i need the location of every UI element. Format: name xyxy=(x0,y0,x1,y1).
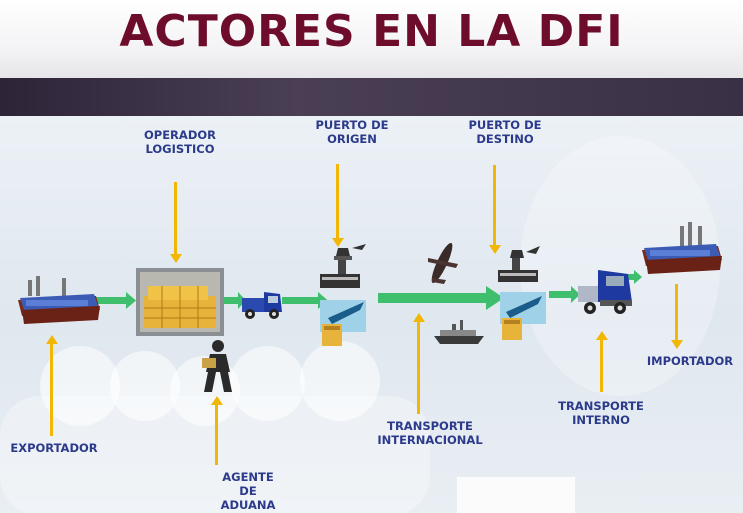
label-line: TRANSPORTE xyxy=(558,399,644,413)
label-line: OPERADOR xyxy=(144,128,216,142)
label-line: DESTINO xyxy=(476,132,534,146)
label-line: ADUANA xyxy=(220,498,276,512)
factory-icon xyxy=(642,222,722,274)
label-importador: IMPORTADOR xyxy=(646,354,734,368)
label-operador-logistico: OPERADOR LOGISTICO xyxy=(130,128,230,156)
ship-icon xyxy=(434,320,484,344)
arrowhead xyxy=(488,245,501,254)
background-shape xyxy=(40,346,120,426)
label-line: TRANSPORTE xyxy=(387,419,473,433)
arrow-up-transporte-internacional xyxy=(417,322,420,414)
label-transporte-internacional: TRANSPORTE INTERNACIONAL xyxy=(368,419,492,447)
truck-icon xyxy=(578,270,632,314)
label-exportador: EXPORTADOR xyxy=(10,441,98,455)
background-shape xyxy=(110,351,180,421)
label-line: ORIGEN xyxy=(327,132,377,146)
arrowhead xyxy=(45,335,58,344)
label-line: INTERNACIONAL xyxy=(377,433,483,447)
diagram-area xyxy=(0,116,743,513)
customs-agent-icon xyxy=(202,340,232,392)
label-puerto-destino: PUERTO DE DESTINO xyxy=(455,118,555,146)
background-shape xyxy=(230,346,305,421)
label-agente-aduana: AGENTE DE ADUANA xyxy=(200,470,296,512)
arrowhead xyxy=(412,313,425,322)
header: ACTORES EN LA DFI xyxy=(0,0,743,78)
factory-icon xyxy=(18,276,100,324)
label-puerto-origen: PUERTO DE ORIGEN xyxy=(302,118,402,146)
port-icon xyxy=(498,246,546,340)
label-transporte-interno: TRANSPORTE INTERNO xyxy=(548,399,654,427)
arrow-down-destino xyxy=(493,165,496,245)
label-line: AGENTE xyxy=(222,470,274,484)
label-line: LOGISTICO xyxy=(145,142,215,156)
arrowhead xyxy=(595,331,608,340)
arrow-up-exportador xyxy=(50,344,53,436)
arrow-down-importador xyxy=(675,284,678,340)
background-shape xyxy=(300,341,380,421)
label-line: PUERTO DE xyxy=(468,118,542,132)
label-line: INTERNO xyxy=(572,413,630,427)
airplane-icon xyxy=(428,242,458,284)
truck-icon xyxy=(242,292,282,319)
label-line: PUERTO DE xyxy=(315,118,389,132)
arrowhead xyxy=(670,340,683,349)
warehouse-icon xyxy=(136,268,224,336)
arrow-down-operador xyxy=(174,182,177,254)
arrow-up-transporte-interno xyxy=(600,340,603,392)
arrow-down-origen xyxy=(336,164,339,238)
arrowhead xyxy=(210,396,223,405)
arrow-up-agente xyxy=(215,405,218,465)
port-icon xyxy=(320,244,366,346)
arrowhead xyxy=(169,254,182,263)
page-title: ACTORES EN LA DFI xyxy=(119,6,624,57)
arrowhead xyxy=(331,238,344,247)
blank-box xyxy=(457,477,575,513)
header-band xyxy=(0,78,743,116)
label-line: DE xyxy=(239,484,257,498)
